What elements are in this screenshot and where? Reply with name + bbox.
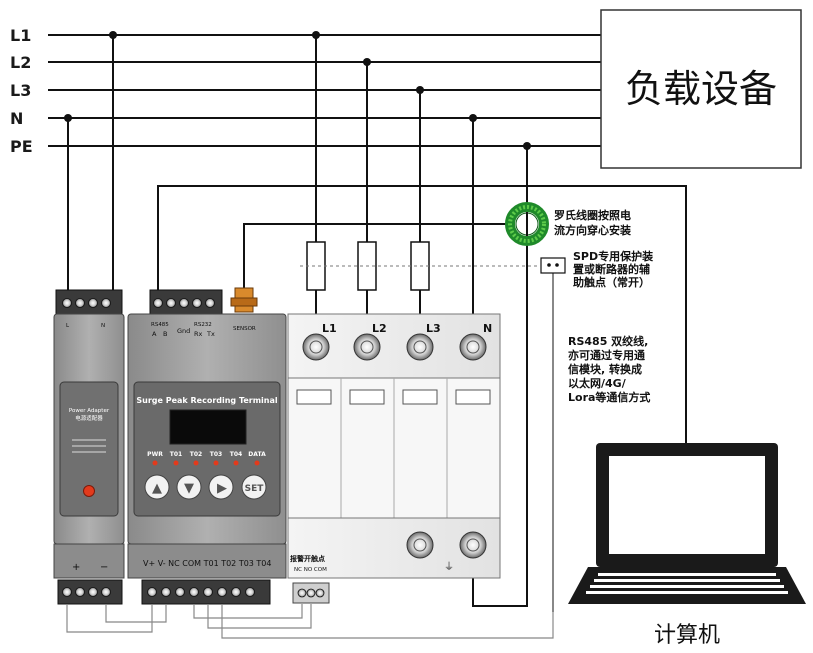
spd-pole-label-l1: L1 [322, 322, 337, 335]
bus-label-pe: PE [10, 137, 33, 156]
rs485-note-line1: RS485 双绞线, [568, 334, 648, 348]
adapter-title: Power Adapter [69, 408, 110, 414]
led-t03 [213, 460, 219, 466]
led-t02 [193, 460, 199, 466]
bottom-wiring [66, 604, 554, 639]
bus-label-l3: L3 [10, 81, 31, 100]
led-data [254, 460, 260, 466]
load-equipment-box [600, 9, 802, 169]
bus-lines [48, 34, 602, 147]
up-button [144, 474, 170, 500]
led-label-t02: T02 [190, 451, 202, 458]
recorder-label-rs485: RS485 [151, 322, 169, 328]
power-adapter-module: L N Power Adapter 电源适配器 + − [53, 289, 125, 605]
down-icon: ▼ [184, 481, 194, 496]
earth-icon: ⏚ [444, 561, 454, 573]
spd-pole-label-n: N [483, 322, 492, 335]
rs485-note-line3: 信模块, 转换成 [568, 362, 642, 376]
recorder-title: Surge Peak Recording Terminal [136, 396, 278, 405]
rogowski-coil [505, 202, 549, 246]
rogowski-note-line1: 罗氏线圈按照电 [554, 208, 631, 222]
led-pwr [152, 460, 158, 466]
set-button [241, 474, 267, 500]
spd-note-line3: 助触点（常开） [573, 275, 650, 289]
computer-label: 计算机 [654, 623, 720, 648]
spd-contact-pins: NC NO COM [294, 567, 327, 573]
recorder-label-rx: Rx [194, 330, 203, 338]
spd-pole-label-l2: L2 [372, 322, 387, 335]
bus-label-l2: L2 [10, 53, 31, 72]
recorder-display [169, 409, 247, 445]
led-label-pwr: PWR [147, 451, 163, 458]
recorder-bottom-labels: V+ V- NC COM T01 T02 T03 T04 [143, 559, 272, 568]
adapter-terminal-n: N [101, 323, 105, 329]
right-icon: ▶ [217, 481, 227, 496]
recorder-label-b: B [163, 330, 167, 338]
rs485-note-line2: 亦可通过专用通 [568, 348, 645, 362]
adapter-terminal-minus: − [100, 562, 108, 573]
rs485-note-line5: Lora等通信方式 [568, 390, 650, 404]
spd-aux-contact [540, 257, 566, 612]
drop-wires [67, 35, 687, 607]
adapter-terminal-l: L [66, 323, 70, 329]
spd-note-line1: SPD专用保护装 [573, 249, 653, 263]
led-label-data: DATA [248, 451, 266, 458]
rogowski-note-line2: 流方向穿心安装 [554, 223, 631, 237]
recorder-label-sensor: SENSOR [233, 326, 256, 332]
spd-pole-label-l3: L3 [426, 322, 441, 335]
bus-label-n: N [10, 109, 23, 128]
led-t04 [233, 460, 239, 466]
up-icon: ▲ [152, 481, 162, 496]
adapter-subtitle: 电源适配器 [75, 414, 103, 422]
led-label-t04: T04 [230, 451, 242, 458]
spd-module: L1 L2 L3 N ⏚ 报警开触点 NC NO COM [287, 313, 501, 604]
spd-contact-label: 报警开触点 [290, 554, 325, 563]
led-label-t01: T01 [170, 451, 182, 458]
led-t01 [173, 460, 179, 466]
set-label: SET [245, 484, 265, 494]
led-label-t03: T03 [210, 451, 222, 458]
recorder-label-tx: Tx [206, 330, 215, 338]
bus-label-l1: L1 [10, 26, 31, 45]
right-button [208, 474, 234, 500]
rs485-note-line4: 以太网/4G/ [568, 376, 627, 390]
recorder-label-a: A [152, 330, 157, 338]
down-button [176, 474, 202, 500]
load-equipment-label: 负载设备 [625, 67, 777, 111]
adapter-power-led [83, 485, 95, 497]
computer-illustration [568, 443, 806, 604]
recorder-label-rs232: RS232 [194, 322, 212, 328]
surge-recorder-module: RS485 A B Gnd RS232 Rx Tx SENSOR Surge P… [127, 287, 287, 605]
adapter-terminal-plus: + [72, 562, 80, 573]
spd-note-line2: 置或断路器的辅 [573, 262, 650, 276]
recorder-label-gnd: Gnd [177, 327, 190, 335]
